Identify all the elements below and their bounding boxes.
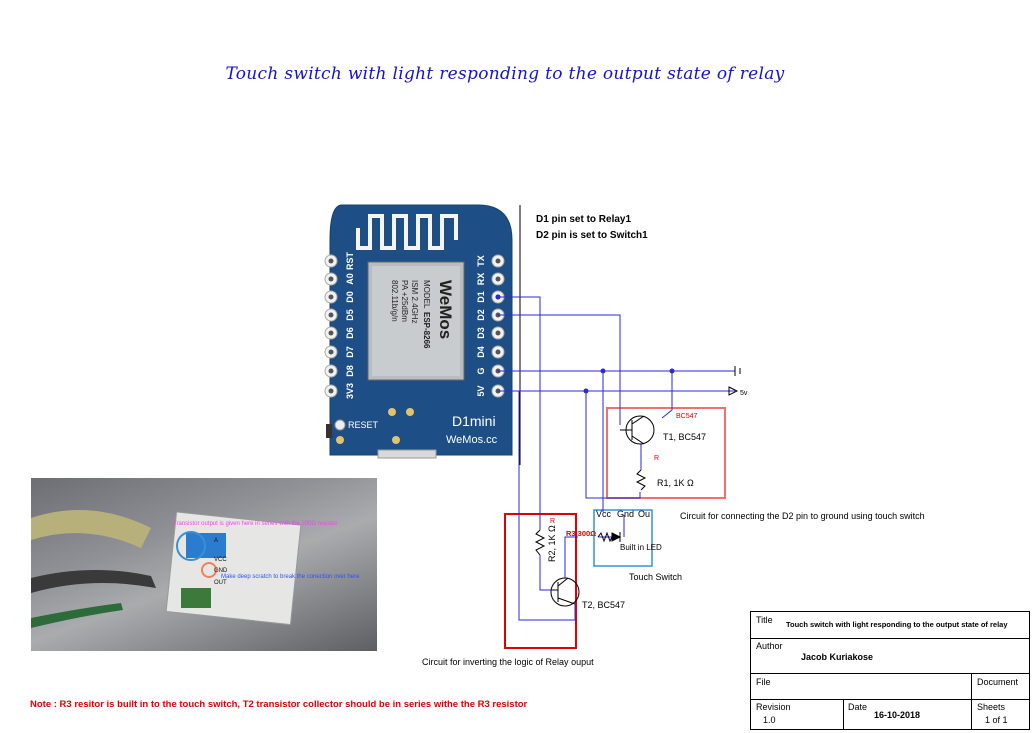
right-pin-label: 5V (476, 385, 486, 396)
t1-label: T1, BC547 (663, 432, 706, 442)
diagram-title: Touch switch with light responding to th… (225, 64, 785, 84)
touch-switch-photo: Transistor output is given here in serie… (31, 478, 377, 651)
right-pin-label: D2 (476, 309, 486, 321)
ground-rail-symbol (734, 366, 741, 376)
led-label: Built in LED (620, 543, 662, 552)
photo-label-gnd: GND (214, 568, 228, 574)
touch-pin-out: Ou (638, 509, 650, 519)
touch-switch-label: Touch Switch (629, 572, 682, 582)
left-pin-hole (328, 258, 334, 264)
right-pin-hole (495, 349, 501, 355)
resistor-r2 (534, 529, 546, 556)
left-pin-label: 3V3 (345, 383, 355, 399)
reset-button (326, 424, 332, 438)
right-pin-label: G (476, 367, 486, 374)
left-pin-hole (328, 368, 334, 374)
touch-switch-box (593, 509, 653, 567)
title-value: Touch switch with light responding to th… (786, 620, 1008, 629)
document-label: Document (977, 677, 1019, 687)
left-pin-label: D7 (345, 346, 355, 358)
transistor-t1 (620, 415, 655, 445)
photo-label-out: OUT (214, 580, 227, 586)
board-site: WeMos.cc (446, 434, 498, 446)
photo-label-vcc: VCC (214, 557, 227, 563)
pin-note-1: D1 pin set to Relay1 (536, 214, 631, 225)
left-pin-label: D8 (345, 365, 355, 377)
wemos-d1-mini-board: WeMos MODEL ESP-8266 ISM 2.4GHz PA +25dB… (324, 204, 513, 459)
switch-circuit-box (606, 407, 726, 499)
right-pin-hole (495, 276, 501, 282)
right-pin-hole (495, 330, 501, 336)
module-text-4: 802.11b/g/n (390, 280, 399, 322)
right-pin-label: RX (476, 273, 486, 286)
date-value: 16-10-2018 (874, 710, 921, 720)
module-text-group: WeMos MODEL ESP-8266 ISM 2.4GHz PA +25dB… (390, 280, 455, 349)
photo-label-a: A (214, 538, 218, 544)
left-pin-hole (328, 312, 334, 318)
reset-pad (334, 419, 346, 431)
touch-pin-vcc: Vcc (596, 509, 612, 519)
led-symbol (611, 532, 622, 542)
left-pin-hole (328, 330, 334, 336)
revision-label: Revision (756, 702, 791, 712)
left-pin-hole (328, 294, 334, 300)
vcc-rail-symbol: 5v (728, 386, 748, 397)
t2-label: T2, BC547 (582, 600, 625, 610)
title-label: Title (756, 615, 773, 625)
sheets-label: Sheets (977, 702, 1006, 712)
left-pin-label: RST (345, 251, 355, 270)
left-pin-label: D5 (345, 309, 355, 321)
touch-pin-gnd: Gnd (617, 509, 634, 519)
left-pin-hole (328, 388, 334, 394)
left-pin-label: D0 (345, 291, 355, 303)
right-pin-label: D4 (476, 346, 486, 358)
vcc-label: 5v (740, 390, 748, 397)
usb-connector (377, 449, 437, 459)
photo-note-1: Transistor output is given here in serie… (173, 521, 337, 527)
resistor-r3 (597, 531, 613, 543)
resistor-r1 (635, 469, 647, 491)
reset-label: RESET (348, 420, 379, 430)
module-brand: WeMos (436, 280, 455, 339)
revision-value: 1.0 (763, 715, 776, 725)
board-name: D1mini (452, 413, 496, 429)
transistor-t2 (550, 577, 580, 607)
author-value: Jacob Kuriakose (801, 652, 874, 662)
module-text-0: MODEL (422, 280, 431, 309)
switch-circuit-label: Circuit for connecting the D2 pin to gro… (680, 511, 925, 521)
module-text-1: ESP-8266 (422, 312, 431, 349)
left-pin-label: D6 (345, 327, 355, 339)
right-pin-label: TX (476, 255, 486, 267)
left-pin-hole (328, 349, 334, 355)
t1-small-label: BC547 (676, 413, 698, 420)
file-label: File (756, 677, 771, 687)
r1-small-label: R (654, 455, 659, 462)
invert-circuit-label: Circuit for inverting the logic of Relay… (422, 657, 594, 667)
title-block: Title Touch switch with light responding… (750, 611, 1030, 730)
pin-note-2: D2 pin is set to Switch1 (536, 230, 648, 241)
sheets-value: 1 of 1 (985, 715, 1008, 725)
module-text-2: ISM 2.4GHz (410, 280, 419, 324)
r2-small-label: R (550, 518, 555, 525)
r3-label: R3 300Ω (566, 529, 596, 538)
right-pin-label: D1 (476, 291, 486, 303)
left-pin-label: A0 (345, 273, 355, 285)
right-pin-label: D3 (476, 327, 486, 339)
r1-label: R1, 1K Ω (657, 478, 694, 488)
r2-label: R2, 1K Ω (547, 525, 557, 562)
antenna-trace (356, 214, 458, 250)
footnote: Note : R3 resitor is built in to the tou… (30, 699, 528, 710)
left-pin-hole (328, 276, 334, 282)
photo-note-2: Make deep scratch to break the conection… (221, 574, 360, 580)
wires (498, 296, 735, 621)
module-text-3: PA +25dBm (400, 280, 409, 322)
author-label: Author (756, 641, 783, 651)
right-pin-hole (495, 258, 501, 264)
date-label: Date (848, 702, 868, 712)
